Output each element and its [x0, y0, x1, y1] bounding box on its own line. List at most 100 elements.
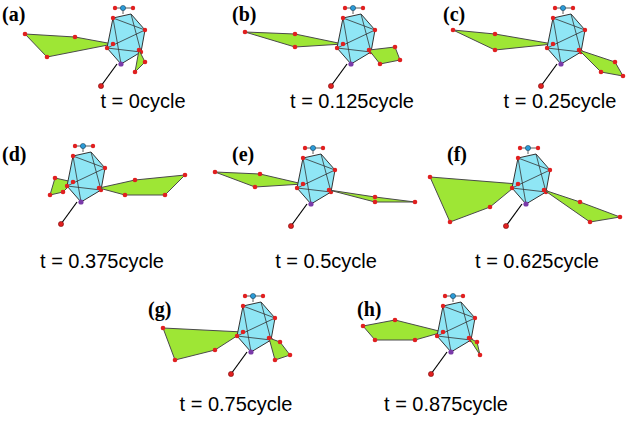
joint-dot — [448, 220, 453, 225]
wing — [369, 47, 400, 64]
joint-dot — [475, 340, 480, 345]
time-caption: t = 0.25cycle — [504, 90, 617, 113]
joint-dot — [213, 348, 218, 353]
wing — [25, 34, 113, 57]
joint-dot — [361, 324, 366, 329]
time-caption: t = 0.625cycle — [475, 250, 599, 273]
wing — [163, 328, 243, 360]
joint-dot — [273, 358, 278, 363]
panel-label: (b) — [232, 3, 256, 26]
joint-dot — [327, 188, 332, 193]
time-caption: t = 0cycle — [100, 90, 185, 113]
panel-label: (e) — [232, 143, 254, 166]
joint-dot — [588, 220, 593, 225]
joint-dot — [97, 186, 102, 191]
wing — [99, 175, 185, 195]
wing — [453, 30, 553, 50]
joint-dot — [293, 45, 298, 50]
panel-label: (g) — [148, 298, 171, 321]
joint-dot — [413, 200, 418, 205]
time-caption: t = 0.875cycle — [384, 393, 508, 416]
robot-pose — [161, 293, 293, 376]
joint-dot — [111, 42, 116, 47]
joint-dot — [578, 200, 583, 205]
joint-dot — [393, 45, 398, 50]
time-caption: t = 0.75cycle — [180, 393, 293, 416]
joint-dot — [258, 172, 263, 177]
joint-dot — [45, 55, 50, 60]
wing — [363, 320, 443, 340]
robot-body — [58, 143, 107, 226]
joint-dot — [373, 195, 378, 200]
robot-body — [428, 293, 477, 376]
robot-body — [328, 5, 377, 88]
joint-dot — [516, 182, 521, 187]
joint-dot — [137, 48, 142, 53]
panel-label: (f) — [447, 143, 467, 166]
joint-dot — [599, 70, 604, 75]
robot-pose — [48, 143, 188, 226]
joint-dot — [71, 180, 76, 185]
wing — [579, 50, 623, 76]
joint-dot — [183, 173, 188, 178]
wing — [269, 338, 290, 360]
joint-dot — [61, 190, 66, 195]
joint-dot — [488, 205, 493, 210]
time-caption: t = 0.125cycle — [290, 90, 414, 113]
joint-dot — [161, 326, 166, 331]
joint-dot — [398, 58, 403, 63]
joint-dot — [173, 358, 178, 363]
joint-dot — [23, 32, 28, 37]
joint-dot — [241, 330, 246, 335]
joint-dot — [243, 30, 248, 35]
joint-dot — [373, 338, 378, 343]
robot-body — [503, 145, 552, 228]
joint-dot — [133, 70, 138, 75]
joint-dot — [253, 185, 258, 190]
joint-dot — [341, 42, 346, 47]
robot-pose — [451, 5, 626, 88]
time-caption: t = 0.375cycle — [40, 250, 164, 273]
panel-label: (c) — [443, 3, 465, 26]
joint-dot — [493, 32, 498, 37]
joint-dot — [163, 193, 168, 198]
robot-body — [538, 5, 587, 88]
joint-dot — [367, 48, 372, 53]
joint-dot — [467, 336, 472, 341]
joint-dot — [213, 170, 218, 175]
joint-dot — [551, 42, 556, 47]
joint-dot — [133, 178, 138, 183]
robot-body — [228, 293, 277, 376]
wing — [329, 190, 415, 202]
panel-label: (a) — [2, 3, 25, 26]
joint-dot — [267, 336, 272, 341]
wing — [544, 190, 620, 222]
joint-dot — [441, 330, 446, 335]
joint-dot — [621, 74, 626, 79]
wing — [215, 172, 303, 187]
joint-dot — [478, 353, 483, 358]
wing — [245, 32, 343, 47]
joint-dot — [48, 193, 53, 198]
joint-dot — [577, 48, 582, 53]
joint-dot — [373, 200, 378, 205]
joint-dot — [613, 60, 618, 65]
joint-dot — [53, 176, 58, 181]
joint-dot — [293, 32, 298, 37]
joint-dot — [73, 35, 78, 40]
joint-dot — [493, 48, 498, 53]
joint-dot — [143, 60, 148, 65]
time-caption: t = 0.5cycle — [275, 250, 377, 273]
robot-body — [288, 145, 337, 228]
joint-dot — [123, 193, 128, 198]
joint-dot — [428, 175, 433, 180]
joint-dot — [288, 353, 293, 358]
panel-label: (h) — [357, 298, 381, 321]
wing — [430, 177, 518, 222]
joint-dot — [413, 338, 418, 343]
wing — [469, 338, 480, 355]
robot-pose — [243, 5, 403, 88]
